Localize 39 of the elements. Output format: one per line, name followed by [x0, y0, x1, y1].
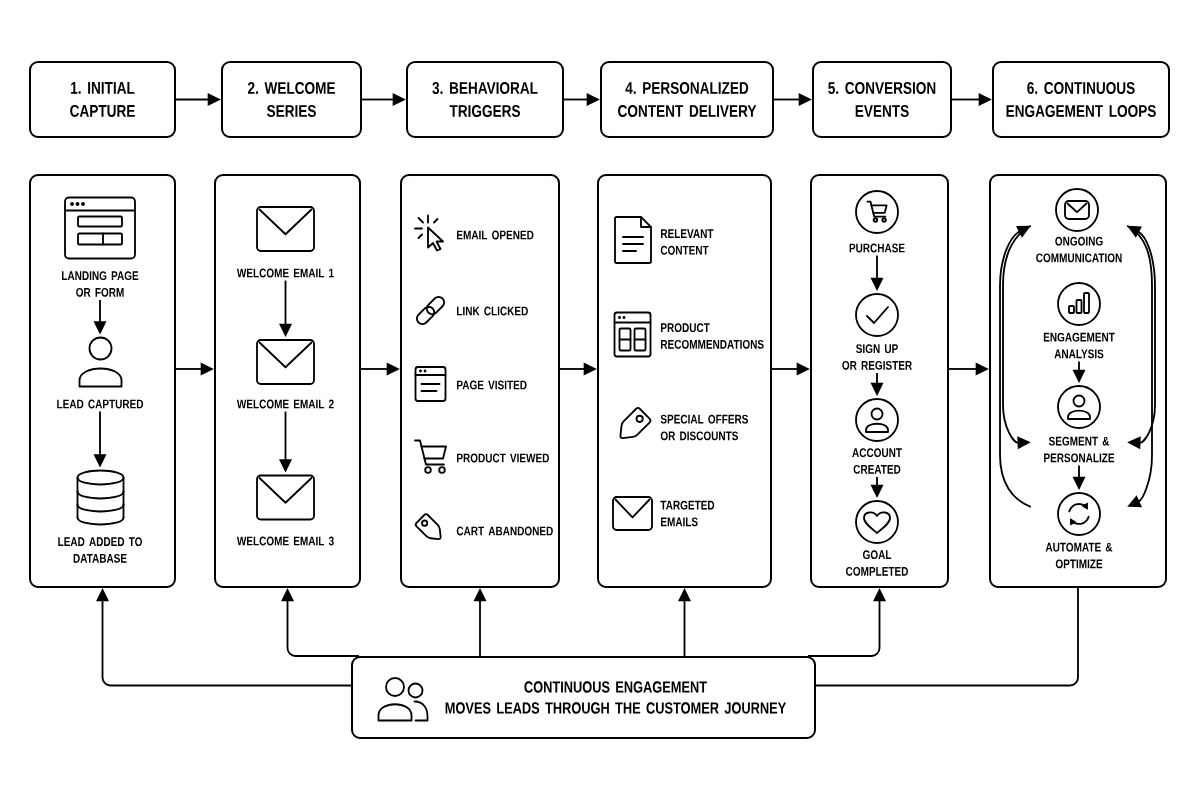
step-label: WELCOME EMAIL 1: [236, 268, 334, 278]
step-label: LANDING PAGE OR FORM: [62, 271, 139, 297]
step-label: ACCOUNT CREATED: [852, 448, 902, 474]
step-label: ENGAGEMENT ANALYSIS: [1043, 332, 1115, 359]
step-label: WELCOME EMAIL 3: [236, 536, 334, 546]
stage-panel: [400, 174, 560, 588]
stage-header: 4. PERSONALIZED CONTENT DELIVERY: [600, 61, 774, 138]
stage-header: 5. CONVERSION EVENTS: [812, 61, 952, 138]
summary-box: CONTINUOUS ENGAGEMENT MOVES LEADS THROUGH THE CUSTOMER JOURNEY: [351, 656, 816, 739]
step-label: AUTOMATE & OPTIMIZE: [1045, 542, 1113, 569]
step-label: WELCOME EMAIL 2: [236, 399, 334, 409]
stage-header: 3. BEHAVIORAL TRIGGERS: [406, 61, 564, 138]
step-label: LEAD CAPTURED: [57, 399, 144, 409]
stage-header: 2. WELCOME SERIES: [221, 61, 362, 138]
stage-panel: [29, 174, 176, 588]
step-label: GOAL COMPLETED: [846, 550, 908, 576]
step-label: TARGETED EMAILS: [660, 500, 715, 527]
step-label: RELEVANT CONTENT: [660, 229, 714, 255]
stage-panel: [597, 174, 772, 588]
stage-header: 1. INITIAL CAPTURE: [29, 61, 176, 138]
step-label: CART ABANDONED: [456, 526, 553, 536]
stage-panel: [810, 174, 949, 588]
stage-panel: [214, 174, 361, 588]
step-label: ONGOING COMMUNICATION: [1036, 236, 1122, 263]
step-label: EMAIL OPENED: [457, 230, 534, 240]
curved-arrow: [999, 225, 1032, 508]
step-label: PAGE VISITED: [457, 380, 527, 390]
step-label: LEAD ADDED TO DATABASE: [58, 537, 142, 563]
step-label: SPECIAL OFFERS OR DISCOUNTS: [660, 414, 748, 441]
curved-arrow: [1126, 224, 1153, 508]
step-label: SEGMENT & PERSONALIZE: [1044, 436, 1115, 463]
stage-panel: [989, 174, 1167, 588]
step-label: PURCHASE: [849, 243, 905, 253]
step-label: PRODUCT RECOMMENDATIONS: [661, 323, 764, 349]
step-label: LINK CLICKED: [457, 306, 528, 316]
stage-header: 6. CONTINUOUS ENGAGEMENT LOOPS: [992, 61, 1170, 138]
connector-line: [815, 587, 1079, 687]
step-label: SIGN UP OR REGISTER: [842, 344, 912, 370]
step-label: PRODUCT VIEWED: [457, 453, 549, 463]
